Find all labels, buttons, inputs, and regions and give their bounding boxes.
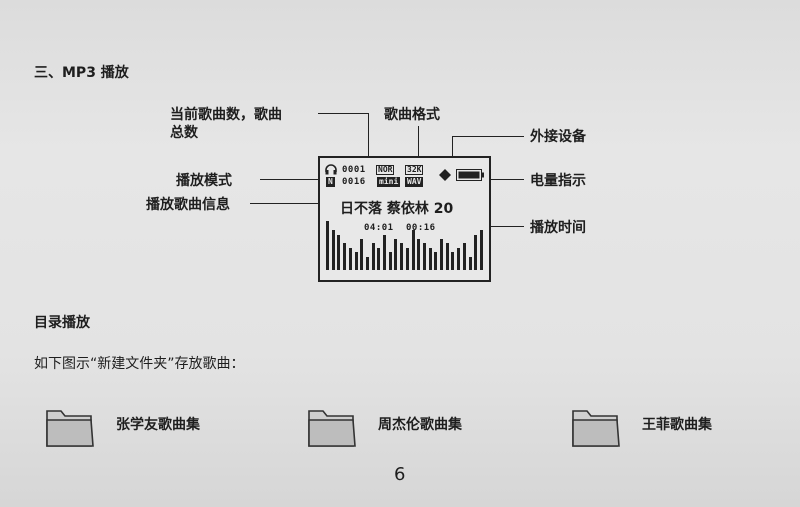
spectrum-bar	[417, 239, 421, 270]
folder-label[interactable]: 张学友歌曲集	[116, 417, 200, 433]
spectrum-bar	[388, 252, 392, 270]
spectrum-bar	[428, 248, 432, 270]
spectrum-bar	[468, 257, 472, 270]
spectrum-bar	[462, 243, 466, 270]
leader-line-mode	[260, 179, 322, 180]
leader-line-battery	[490, 179, 524, 180]
directory-description: 如下图示“新建文件夹”存放歌曲：	[34, 356, 245, 372]
headphone-icon	[325, 164, 337, 175]
leader-line-external-drop	[452, 136, 453, 166]
time-total: 04:01	[364, 223, 394, 233]
spectrum-bar	[479, 230, 483, 270]
callout-current-total: 当前歌曲数，歌曲	[170, 107, 282, 123]
spectrum-bar	[451, 252, 455, 270]
folder-icon[interactable]	[44, 403, 96, 449]
spectrum-bar	[422, 243, 426, 270]
player-screen: N 0001 0016 NOR mini 32K WAV 日不落 蔡依林 20 …	[318, 156, 491, 282]
time-elapsed: 00:16	[406, 223, 436, 233]
spectrum-bar	[405, 248, 409, 270]
eq-label: NOR	[376, 165, 395, 175]
leader-line-external	[452, 136, 524, 137]
eq-sub-label: mini	[377, 177, 401, 187]
folder-label[interactable]: 王菲歌曲集	[642, 417, 712, 433]
spectrum-bar	[348, 248, 352, 270]
spectrum-visualizer	[326, 218, 486, 270]
spectrum-bar	[474, 235, 478, 270]
spectrum-bar	[365, 257, 369, 270]
spectrum-bar	[383, 235, 386, 270]
callout-song-info: 播放歌曲信息	[146, 197, 230, 213]
spectrum-bar	[343, 243, 347, 270]
spectrum-bar	[411, 230, 415, 270]
spectrum-bar	[326, 221, 329, 270]
spectrum-bar	[337, 235, 341, 270]
folder-icon[interactable]	[570, 403, 622, 449]
track-number: 0001	[342, 165, 366, 175]
spectrum-bar	[434, 252, 438, 270]
spectrum-bar	[354, 252, 358, 270]
callout-external: 外接设备	[530, 129, 586, 145]
spectrum-bar	[457, 248, 461, 270]
spectrum-bar	[400, 243, 404, 270]
callout-battery: 电量指示	[530, 173, 586, 189]
song-title: 日不落 蔡依林 20	[340, 201, 454, 217]
total-tracks: 0016	[342, 177, 366, 187]
spectrum-bar	[360, 239, 364, 270]
spectrum-bar	[445, 243, 449, 270]
section-title: 三、MP3 播放	[34, 65, 129, 81]
spectrum-bar	[331, 230, 335, 270]
spectrum-bar	[371, 243, 375, 270]
format-label: WAV	[405, 177, 424, 187]
external-device-icon	[439, 169, 451, 181]
mode-indicator: N	[326, 177, 336, 187]
leader-line-current-drop	[368, 113, 369, 159]
callout-format: 歌曲格式	[384, 107, 440, 123]
spectrum-bar	[440, 239, 443, 270]
leader-line-current	[318, 113, 368, 114]
leader-line-format	[418, 126, 419, 159]
directory-heading: 目录播放	[34, 315, 90, 331]
battery-icon	[456, 169, 484, 181]
spectrum-bar	[377, 248, 381, 270]
spectrum-bar	[394, 239, 398, 270]
callout-mode: 播放模式	[176, 173, 232, 189]
callout-play-time: 播放时间	[530, 220, 586, 236]
leader-line-song-info	[250, 203, 336, 204]
bitrate-label: 32K	[405, 165, 424, 175]
folder-icon[interactable]	[306, 403, 358, 449]
folder-label[interactable]: 周杰伦歌曲集	[378, 417, 462, 433]
callout-current-total-line2: 总数	[170, 125, 198, 141]
page-number: 6	[394, 464, 406, 485]
